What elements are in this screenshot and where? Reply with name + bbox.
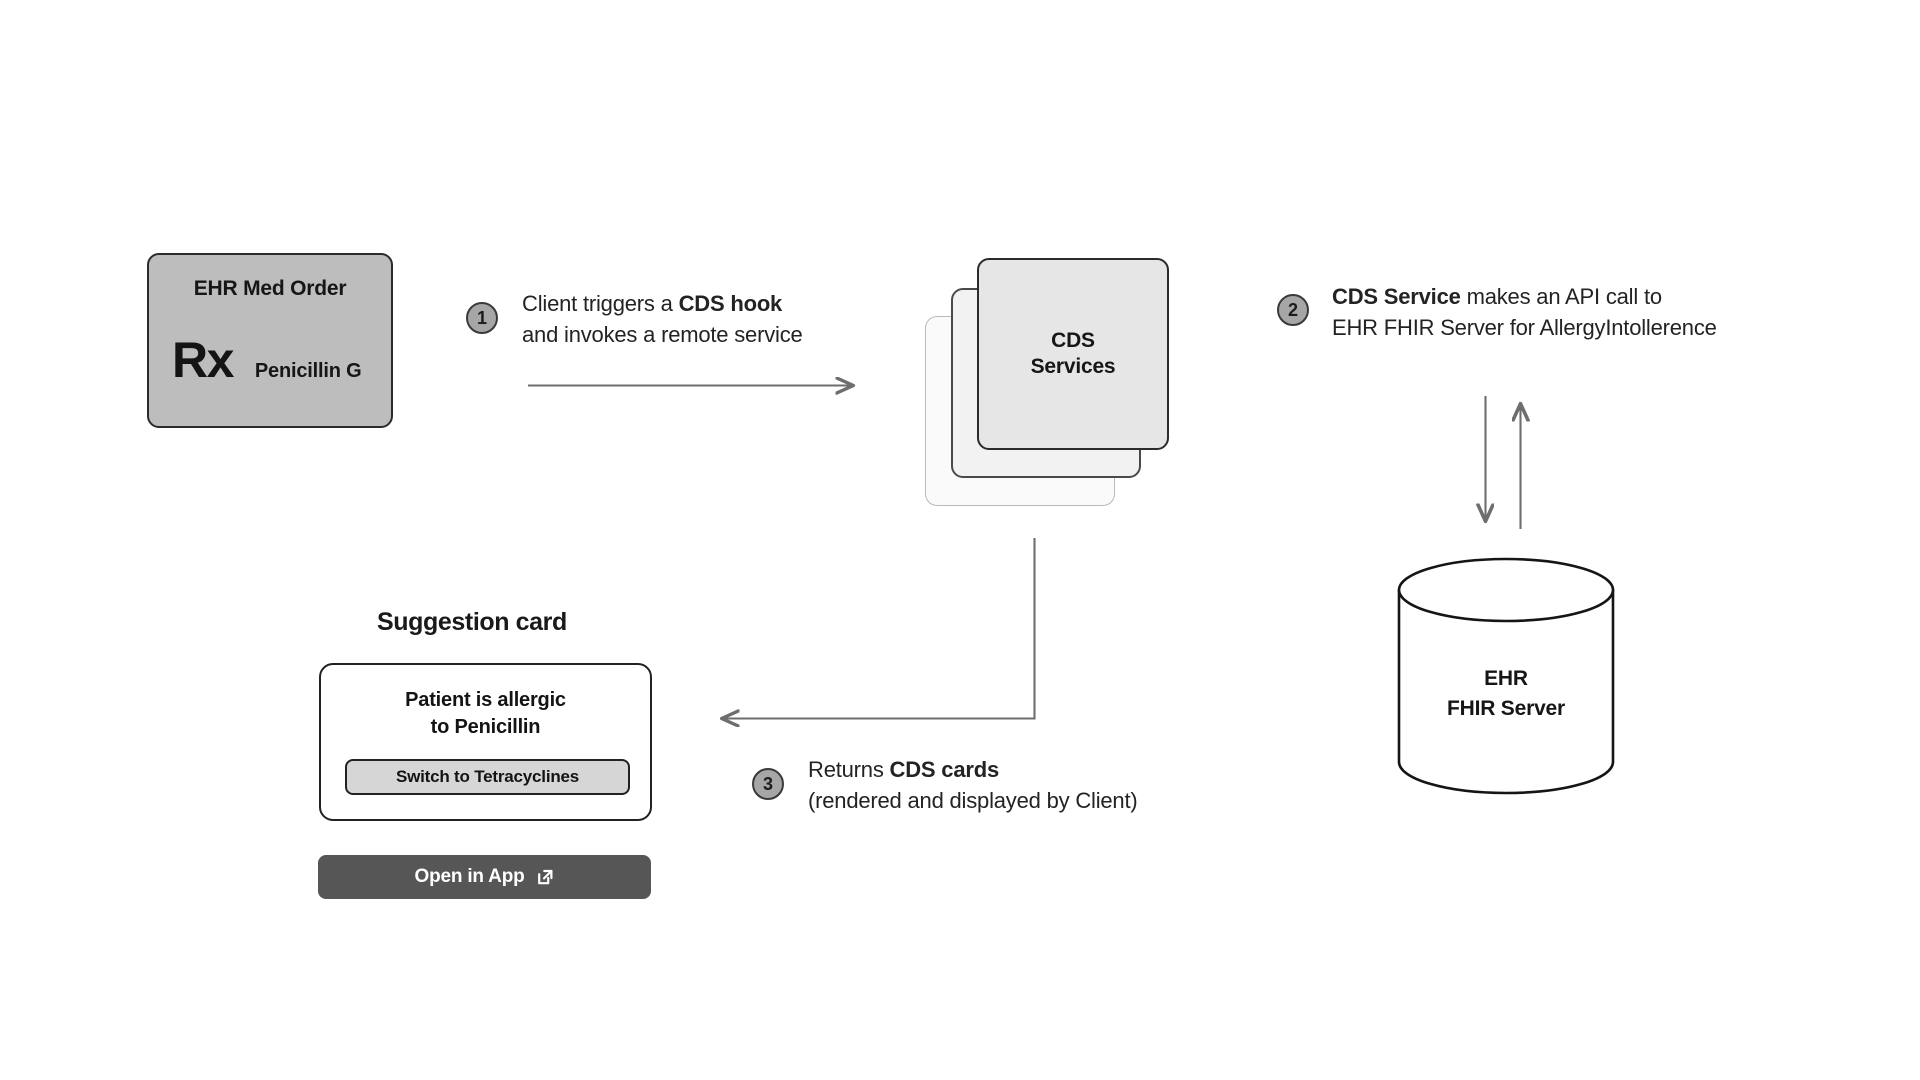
switch-button-label: Switch to Tetracyclines [395,767,580,786]
cds-service-card-front: CDS Services [977,258,1169,450]
rx-symbol: Rx [172,332,234,388]
cds-services-stack: CDS Services [925,258,1180,508]
open-in-app-label: Open in App [414,866,525,887]
step-2-line2: EHR FHIR Server for AllergyIntollerence [1332,315,1717,340]
step-3-line1-emphasis: CDS cards [889,757,1000,782]
step-1-line2: and invokes a remote service [522,322,803,347]
step-badge-1: 1 [466,302,498,334]
cds-services-label-line2: Services [1030,355,1116,378]
ehr-med-order-title: EHR Med Order [193,277,347,300]
prescribed-drug-name: Penicillin G [254,360,362,382]
step-2-line1-suffix: makes an API call to [1460,284,1663,309]
fhir-server-label-line1: EHR [1484,667,1528,690]
step-number-1: 1 [476,308,487,328]
open-in-app-button[interactable]: Open in App [318,855,651,899]
step-3-line2: (rendered and displayed by Client) [808,788,1138,813]
ehr-med-order-box: EHR Med Order Rx Penicillin G [147,253,393,428]
arrow-step3-elbow [722,538,1036,719]
ehr-fhir-server-cylinder: EHR FHIR Server [1396,556,1616,796]
suggestion-card: Patient is allergic to Penicillin Switch… [319,663,652,821]
suggestion-card-message: Patient is allergic to Penicillin [321,687,650,741]
step-number-3: 3 [762,774,773,794]
step-3-line1-prefix: Returns [808,757,890,782]
suggestion-message-line1: Patient is allergic [405,689,566,711]
step-2-description: CDS Service makes an API call to EHR FHI… [1332,281,1717,343]
step-2-line1-emphasis: CDS Service [1332,284,1461,309]
ehr-fhir-server-label: EHR FHIR Server [1396,664,1616,724]
fhir-server-label-line2: FHIR Server [1446,697,1566,720]
cds-services-label-line1: CDS [1051,329,1095,352]
step-1-description: Client triggers a CDS hook and invokes a… [522,288,803,350]
cds-services-label: CDS Services [1031,328,1116,380]
switch-to-tetracyclines-button[interactable]: Switch to Tetracyclines [345,759,630,795]
step-2-line1: CDS Service makes an API call to [1332,284,1662,309]
step-3-description: Returns CDS cards (rendered and displaye… [808,754,1138,816]
step-3-line1: Returns CDS cards [808,757,999,782]
step-1-line1: Client triggers a CDS hook [522,291,782,316]
step-1-line1-prefix: Client triggers a [522,291,679,316]
step-badge-2: 2 [1277,294,1309,326]
step-number-2: 2 [1287,300,1298,320]
ehr-prescription-row: Rx Penicillin G [149,335,391,385]
cylinder-shape [1397,557,1615,795]
step-badge-3: 3 [752,768,784,800]
suggestion-message-line2: to Penicillin [430,716,541,738]
step-1-line1-emphasis: CDS hook [678,291,783,316]
suggestion-card-heading: Suggestion card [377,608,567,636]
external-link-icon [535,867,555,887]
